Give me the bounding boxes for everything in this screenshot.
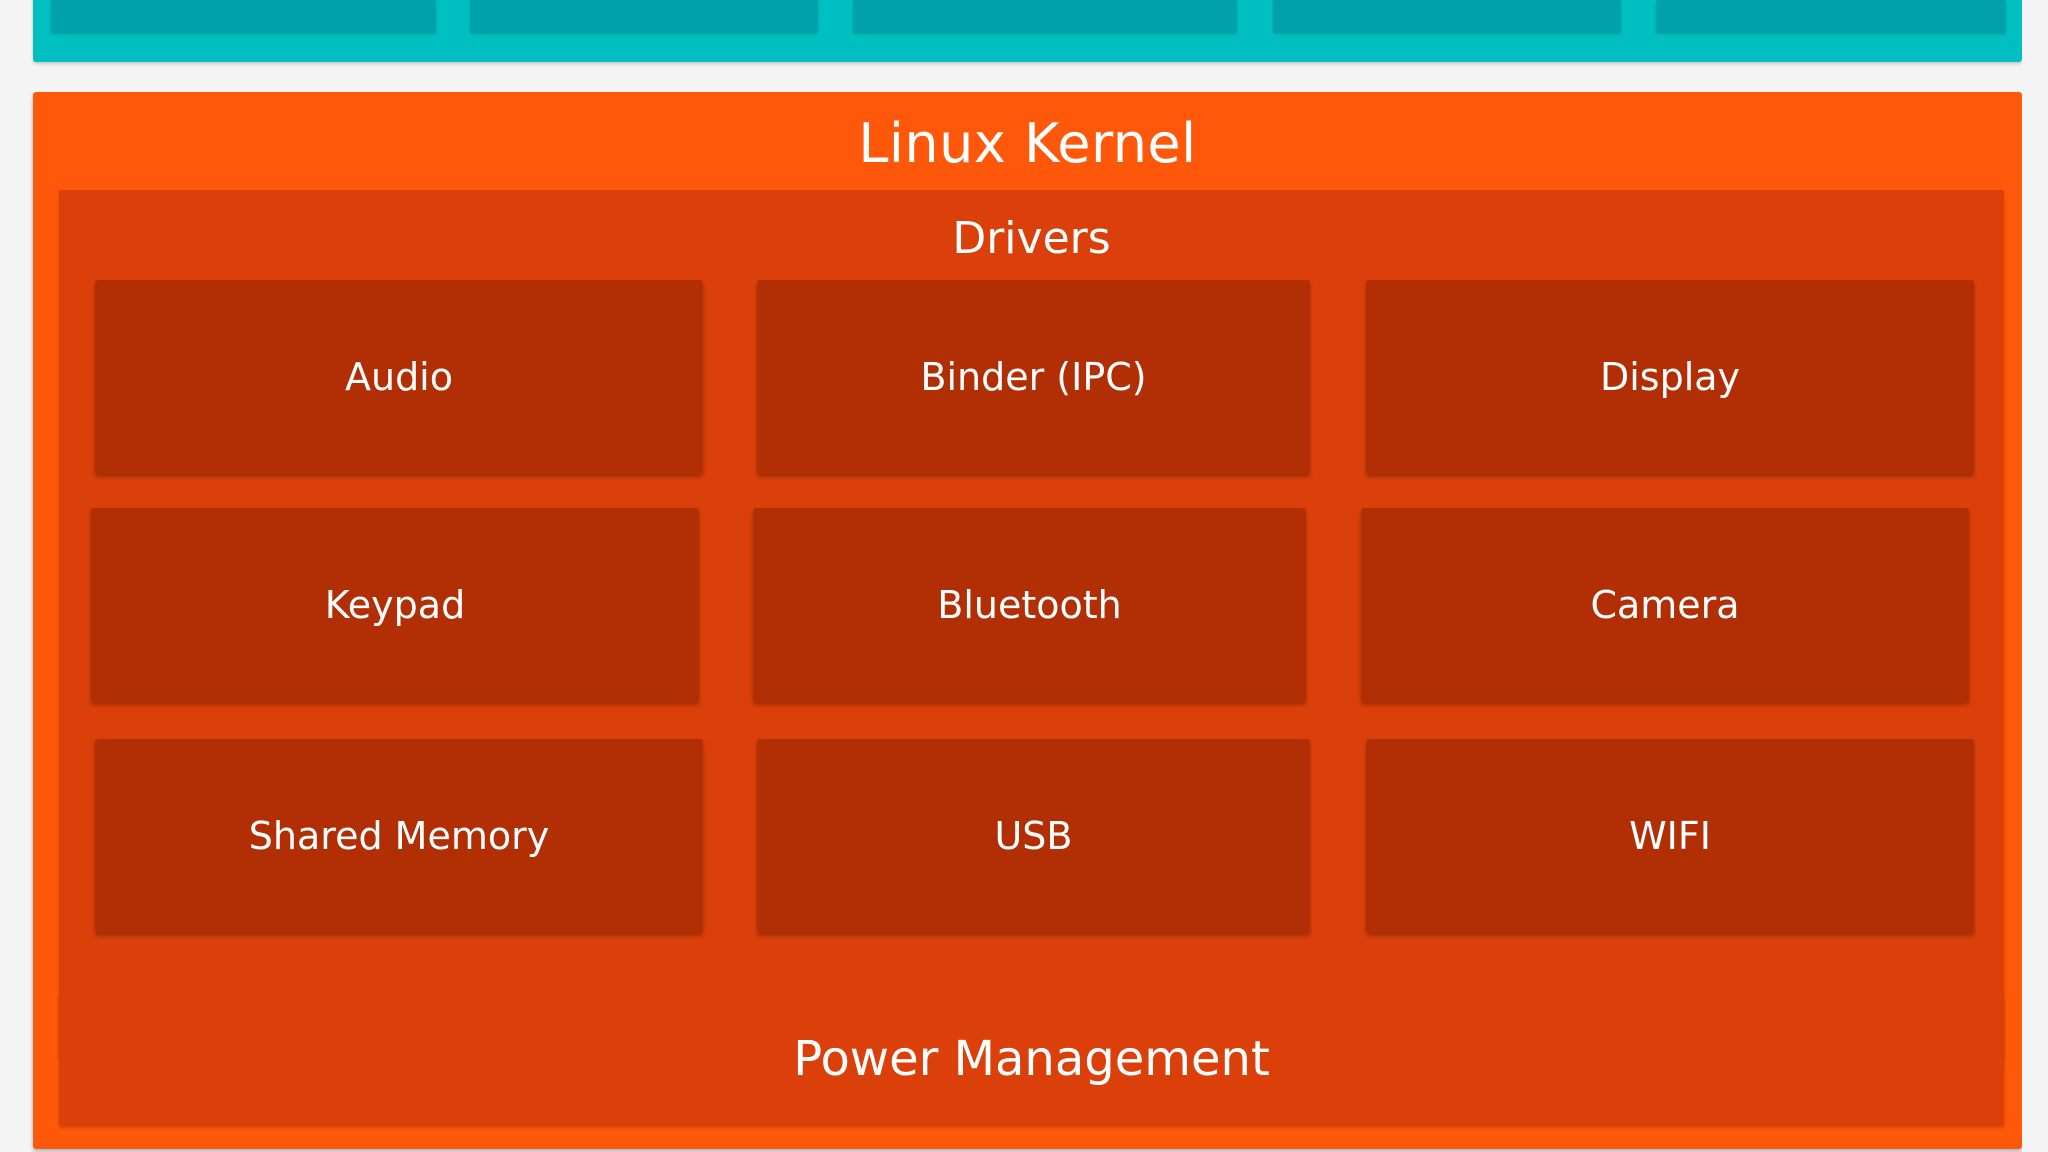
upper-layer-block <box>1273 0 1621 32</box>
upper-layer-block <box>1656 0 2006 32</box>
power-management-panel: Power Management <box>59 991 2004 1126</box>
upper-layer-block <box>470 0 818 32</box>
driver-display: Display <box>1366 280 1974 474</box>
driver-bluetooth: Bluetooth <box>753 508 1306 702</box>
drivers-title: Drivers <box>952 213 1111 264</box>
linux-kernel-title: Linux Kernel <box>858 112 1197 175</box>
driver-shared-memory: Shared Memory <box>95 739 703 933</box>
driver-audio: Audio <box>95 280 703 474</box>
driver-binder-ipc: Binder (IPC) <box>757 280 1310 474</box>
upper-layer-block <box>51 0 436 32</box>
upper-layer-block <box>853 0 1237 32</box>
driver-keypad: Keypad <box>91 508 699 702</box>
driver-usb: USB <box>757 739 1310 933</box>
upper-layer-band <box>33 0 2022 62</box>
drivers-panel: Drivers Audio Binder (IPC) Display Keypa… <box>59 190 2004 1061</box>
driver-wifi: WIFI <box>1366 739 1974 933</box>
driver-camera: Camera <box>1361 508 1969 702</box>
right-margin <box>2022 0 2048 1152</box>
linux-kernel-layer: Linux Kernel Drivers Audio Binder (IPC) … <box>33 92 2022 1149</box>
